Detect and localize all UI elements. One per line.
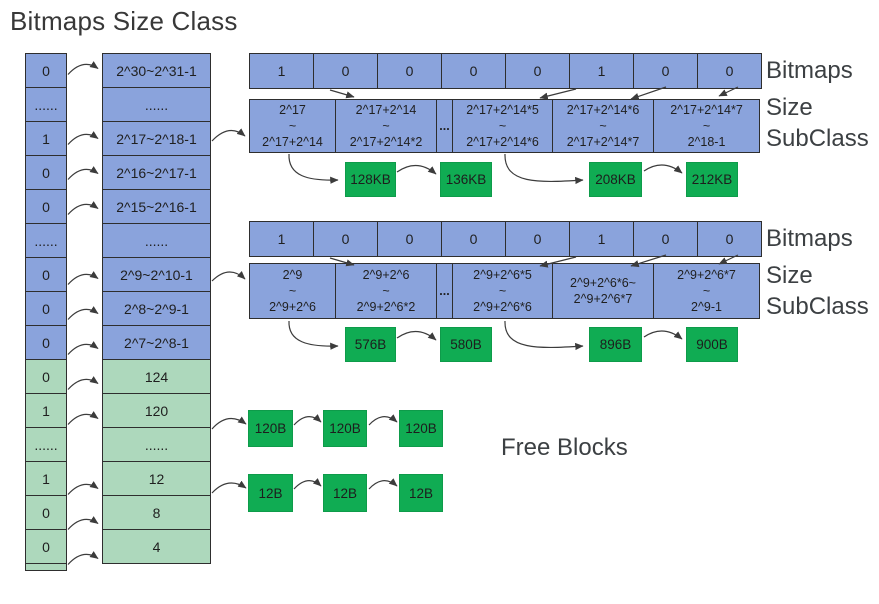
size-class-cell: 2^7~2^8-1 xyxy=(102,325,211,360)
free-block-580b: 580B xyxy=(440,327,492,362)
size-class-cell: 2^16~2^17-1 xyxy=(102,155,211,190)
bitmap-bit: 0 xyxy=(441,221,506,257)
bitmap-bit: 0 xyxy=(505,53,570,89)
size-subclass-cell: 2^9+2^6*5 ~ 2^9+2^6*6 xyxy=(452,263,553,319)
free-block-12b: 12B xyxy=(323,474,367,512)
bitmap-bit: 0 xyxy=(697,221,762,257)
size-class-cell: 124 xyxy=(102,359,211,394)
size-class-cell: 12 xyxy=(102,461,211,496)
size-label-kb: Size xyxy=(766,94,813,121)
bit-cell: 0 xyxy=(25,155,67,190)
bitmaps-label-kb: Bitmaps xyxy=(766,57,853,84)
bit-cell: ...... xyxy=(25,223,67,258)
bit-cell: 1 xyxy=(25,461,67,496)
size-subclass-cell: 2^17+2^14 ~ 2^17+2^14*2 xyxy=(335,99,437,153)
free-block-12b: 12B xyxy=(248,474,293,512)
size-class-cell: ...... xyxy=(102,427,211,462)
free-block-12b: 12B xyxy=(399,474,443,512)
size-class-cell: 4 xyxy=(102,529,211,564)
size-subclass-row-kb: 2^17 ~ 2^17+2^14 2^17+2^14 ~ 2^17+2^14*2… xyxy=(249,99,760,153)
bit-cell: 0 xyxy=(25,325,67,360)
diagram-title: Bitmaps Size Class xyxy=(10,6,238,36)
bit-cell-stub xyxy=(25,563,67,571)
bit-cell: 0 xyxy=(25,189,67,224)
size-subclass-cell: 2^17 ~ 2^17+2^14 xyxy=(249,99,336,153)
size-subclass-cell: 2^9 ~ 2^9+2^6 xyxy=(249,263,336,319)
size-subclass-cell: 2^17+2^14*6 ~ 2^17+2^14*7 xyxy=(552,99,654,153)
bitmap-bit: 0 xyxy=(313,221,378,257)
size-class-cell: 2^9~2^10-1 xyxy=(102,257,211,292)
bitmaps-label-b: Bitmaps xyxy=(766,225,853,252)
free-block-208kb: 208KB xyxy=(589,162,642,197)
size-class-cell: 2^30~2^31-1 xyxy=(102,53,211,88)
bit-cell: 1 xyxy=(25,121,67,156)
bit-cell: 0 xyxy=(25,257,67,292)
bitmap-bit: 0 xyxy=(505,221,570,257)
size-label-b: Size xyxy=(766,262,813,289)
bit-cell: 0 xyxy=(25,529,67,564)
free-block-120b: 120B xyxy=(399,410,443,447)
size-class-range-column: 2^30~2^31-1 ...... 2^17~2^18-1 2^16~2^17… xyxy=(102,53,211,564)
bitmap-bit: 0 xyxy=(377,221,442,257)
size-subclass-ellipsis-cell: ... xyxy=(436,99,453,153)
bit-cell: 0 xyxy=(25,359,67,394)
bitmap-bit: 0 xyxy=(633,53,698,89)
subclass-label-kb: SubClass xyxy=(766,125,869,152)
size-class-cell: ...... xyxy=(102,223,211,258)
bit-cell: 1 xyxy=(25,393,67,428)
size-subclass-cell: 2^17+2^14*5 ~ 2^17+2^14*6 xyxy=(452,99,553,153)
free-block-896b: 896B xyxy=(589,327,642,362)
free-block-576b: 576B xyxy=(345,327,396,362)
bit-cell: 0 xyxy=(25,495,67,530)
size-class-cell: ...... xyxy=(102,87,211,122)
bitmap-bit: 1 xyxy=(569,221,634,257)
bitmap-bit: 0 xyxy=(313,53,378,89)
free-block-120b: 120B xyxy=(323,410,367,447)
size-class-cell: 8 xyxy=(102,495,211,530)
free-block-136kb: 136KB xyxy=(440,162,492,197)
bitmap-row-b: 1 0 0 0 0 1 0 0 xyxy=(249,221,762,257)
bit-cell: 0 xyxy=(25,291,67,326)
size-class-cell: 2^17~2^18-1 xyxy=(102,121,211,156)
size-subclass-cell: 2^9+2^6*6~ 2^9+2^6*7 xyxy=(552,263,654,319)
size-class-bit-column: 0 ...... 1 0 0 ...... 0 0 0 0 1 ...... 1… xyxy=(25,53,67,571)
bitmap-bit: 0 xyxy=(697,53,762,89)
size-class-cell: 2^15~2^16-1 xyxy=(102,189,211,224)
bitmap-bit: 0 xyxy=(377,53,442,89)
bitmap-bit: 1 xyxy=(249,221,314,257)
subclass-label-b: SubClass xyxy=(766,293,869,320)
free-blocks-label: Free Blocks xyxy=(501,434,628,461)
free-block-212kb: 212KB xyxy=(686,162,738,197)
bit-cell: ...... xyxy=(25,427,67,462)
bitmap-bit: 0 xyxy=(633,221,698,257)
bit-cell: ...... xyxy=(25,87,67,122)
size-subclass-cell: 2^17+2^14*7 ~ 2^18-1 xyxy=(653,99,760,153)
free-block-120b: 120B xyxy=(248,410,293,447)
size-subclass-cell: 2^9+2^6 ~ 2^9+2^6*2 xyxy=(335,263,437,319)
size-subclass-row-b: 2^9 ~ 2^9+2^6 2^9+2^6 ~ 2^9+2^6*2 ... 2^… xyxy=(249,263,760,319)
bitmap-bit: 0 xyxy=(441,53,506,89)
size-class-cell: 120 xyxy=(102,393,211,428)
bitmap-bit: 1 xyxy=(569,53,634,89)
bitmap-row-kb: 1 0 0 0 0 1 0 0 xyxy=(249,53,762,89)
bitmap-bit: 1 xyxy=(249,53,314,89)
size-subclass-cell: 2^9+2^6*7 ~ 2^9-1 xyxy=(653,263,760,319)
bit-cell: 0 xyxy=(25,53,67,88)
size-class-cell: 2^8~2^9-1 xyxy=(102,291,211,326)
free-block-900b: 900B xyxy=(686,327,738,362)
size-subclass-ellipsis-cell: ... xyxy=(436,263,453,319)
free-block-128kb: 128KB xyxy=(345,162,396,197)
